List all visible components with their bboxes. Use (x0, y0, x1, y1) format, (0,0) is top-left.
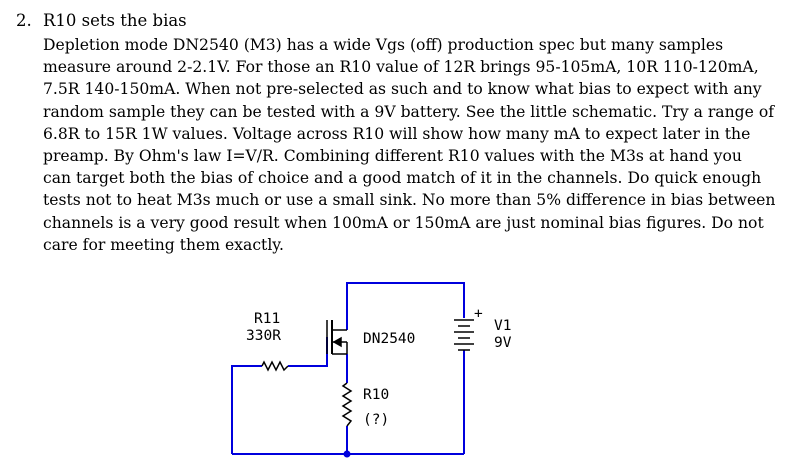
paragraph-line: preamp. By Ohm's law I=V/R. Combining di… (43, 147, 742, 166)
wire-drain-to-battery (346, 282, 465, 330)
item-title: R10 sets the bias (43, 11, 187, 30)
r10-name-label: R10 (363, 387, 389, 403)
r10-value-label: (?) (363, 412, 389, 428)
paragraph-line: measure around 2-2.1V. For those an R10 … (43, 58, 759, 77)
battery-value-label: 9V (494, 335, 512, 351)
battery-icon (454, 319, 474, 351)
paragraph-line: 7.5R 140-150mA. When not pre-selected as… (43, 80, 762, 99)
wire-left (231, 365, 262, 454)
paragraph-line: care for meeting them exactly. (43, 235, 285, 254)
r11-name-label: R11 (254, 311, 280, 327)
paragraph-line: 6.8R to 15R 1W values. Voltage across R1… (43, 124, 751, 143)
paragraph-line: tests not to heat M3s much or use a smal… (43, 191, 776, 210)
item-number: 2. (16, 11, 32, 30)
item-heading: 2. R10 sets the bias (16, 10, 187, 32)
paragraph: Depletion mode DN2540 (M3) has a wide Vg… (43, 34, 776, 256)
battery-name-label: V1 (494, 318, 511, 334)
paragraph-line: can target both the bias of choice and a… (43, 169, 762, 188)
mosfet-icon (326, 320, 348, 355)
paragraph-line: random sample they can be tested with a … (43, 102, 774, 121)
r11-value-label: 330R (246, 328, 281, 344)
paragraph-line: Depletion mode DN2540 (M3) has a wide Vg… (43, 36, 724, 54)
wire-r11-to-gate (288, 337, 328, 367)
battery-polarity-label: + (474, 306, 483, 322)
r10-resistor-icon (341, 382, 353, 427)
transistor-label: DN2540 (363, 331, 415, 347)
junction-dot (343, 450, 351, 458)
r11-resistor-icon (261, 360, 289, 372)
paragraph-line: channels is a very good result when 100m… (43, 213, 764, 232)
